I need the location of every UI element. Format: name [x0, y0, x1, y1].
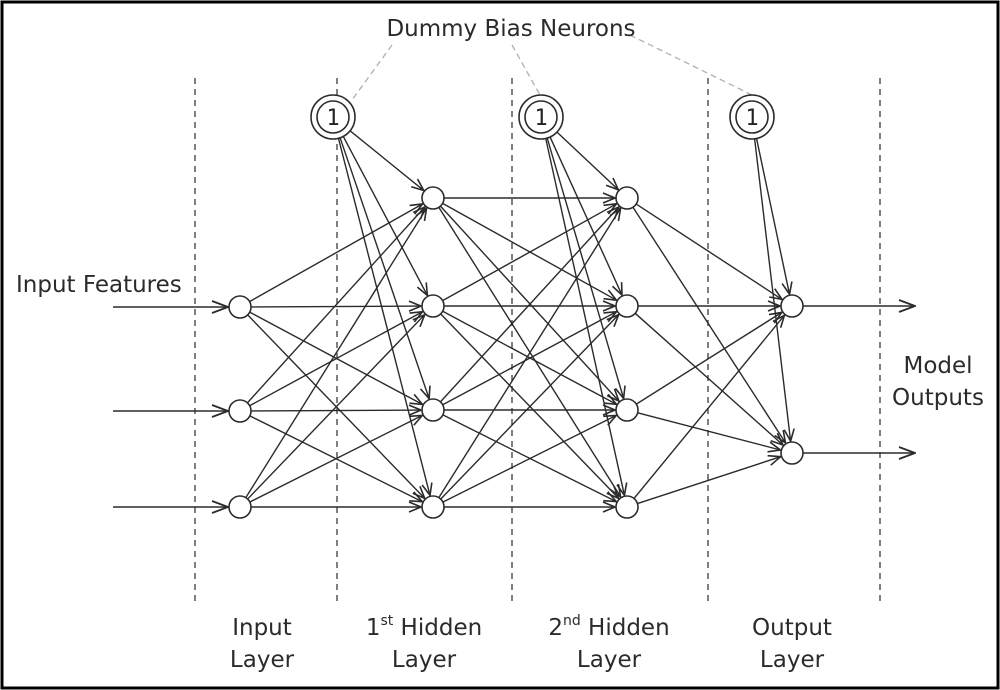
- hidden2-neuron: [615, 398, 639, 422]
- bias-neuron-value: 1: [326, 106, 339, 131]
- bias-neurons: 1 1 1: [310, 94, 775, 140]
- bias-neuron-value: 1: [534, 106, 547, 131]
- connection-edge: [249, 204, 423, 303]
- bias-connection-edge: [545, 138, 625, 495]
- output-layer-label-line2: Layer: [760, 647, 825, 673]
- bias-connection-edge: [349, 130, 424, 191]
- bias-link-line: [511, 44, 541, 96]
- bias-neuron-value: 1: [745, 106, 758, 131]
- bias-title-links: [351, 34, 753, 101]
- model-outputs-label-line1: Model: [903, 353, 972, 379]
- connections: [245, 130, 791, 507]
- input-layer-label-line2: Layer: [230, 647, 295, 673]
- input-neuron: [228, 399, 252, 423]
- input-neuron: [228, 495, 252, 519]
- bias-connection-edge: [337, 138, 430, 495]
- neurons: [228, 186, 804, 519]
- hidden1-neuron: [421, 294, 445, 318]
- connection-edge: [637, 412, 781, 450]
- bias-connection-edge: [755, 138, 790, 295]
- bias-connection-edge: [753, 138, 791, 441]
- output-neuron: [780, 294, 804, 318]
- output-layer-label-line1: Output: [752, 615, 832, 641]
- connection-edge: [249, 415, 422, 503]
- hidden1-neuron: [421, 186, 445, 210]
- bias-connection-edge: [339, 137, 429, 399]
- connection-edge: [635, 203, 782, 299]
- hidden1-neuron: [421, 495, 445, 519]
- connection-edge: [633, 315, 784, 499]
- connection-edge: [247, 315, 425, 500]
- connection-edge: [440, 315, 619, 500]
- hidden2-neuron: [615, 294, 639, 318]
- bias-link-line: [629, 34, 753, 96]
- connection-edge: [439, 207, 618, 403]
- connection-edge: [632, 206, 786, 443]
- bias-neuron-inner: [524, 100, 558, 134]
- connection-edge: [246, 207, 425, 404]
- bias-connection-edge: [546, 137, 623, 398]
- title-dummy-bias-neurons: Dummy Bias Neurons: [386, 16, 635, 42]
- connection-edge: [250, 306, 421, 307]
- input-layer-label-line1: Input: [232, 615, 292, 641]
- connection-edge: [250, 410, 421, 411]
- output-neuron: [780, 441, 804, 465]
- hidden2-layer-label-line1: 2nd Hidden: [548, 613, 669, 641]
- model-outputs-label-line2: Outputs: [892, 385, 984, 411]
- hidden2-neuron: [615, 186, 639, 210]
- connection-edge: [635, 312, 781, 405]
- bias-connection-edge: [556, 131, 618, 190]
- hidden2-neuron: [615, 495, 639, 519]
- bias-connection-edge: [342, 136, 427, 295]
- io-arrows: [113, 306, 915, 507]
- hidden1-neuron: [421, 398, 445, 422]
- bias-neuron-inner: [735, 100, 769, 134]
- connection-edge: [637, 457, 780, 505]
- bias-connection-edge: [549, 136, 622, 295]
- connection-edge: [634, 312, 783, 445]
- connection-edge: [245, 208, 427, 499]
- connection-edge: [442, 415, 616, 503]
- connection-edge: [438, 208, 621, 499]
- hidden1-layer-label-line1: 1st Hidden: [366, 613, 482, 641]
- bias-neuron-inner: [316, 100, 350, 134]
- hidden2-layer-label-line2: Layer: [577, 647, 642, 673]
- bias-link-line: [351, 44, 393, 101]
- connection-edge: [249, 312, 423, 407]
- input-features-label: Input Features: [16, 272, 182, 298]
- input-neuron: [228, 295, 252, 319]
- hidden1-layer-label-line2: Layer: [392, 647, 457, 673]
